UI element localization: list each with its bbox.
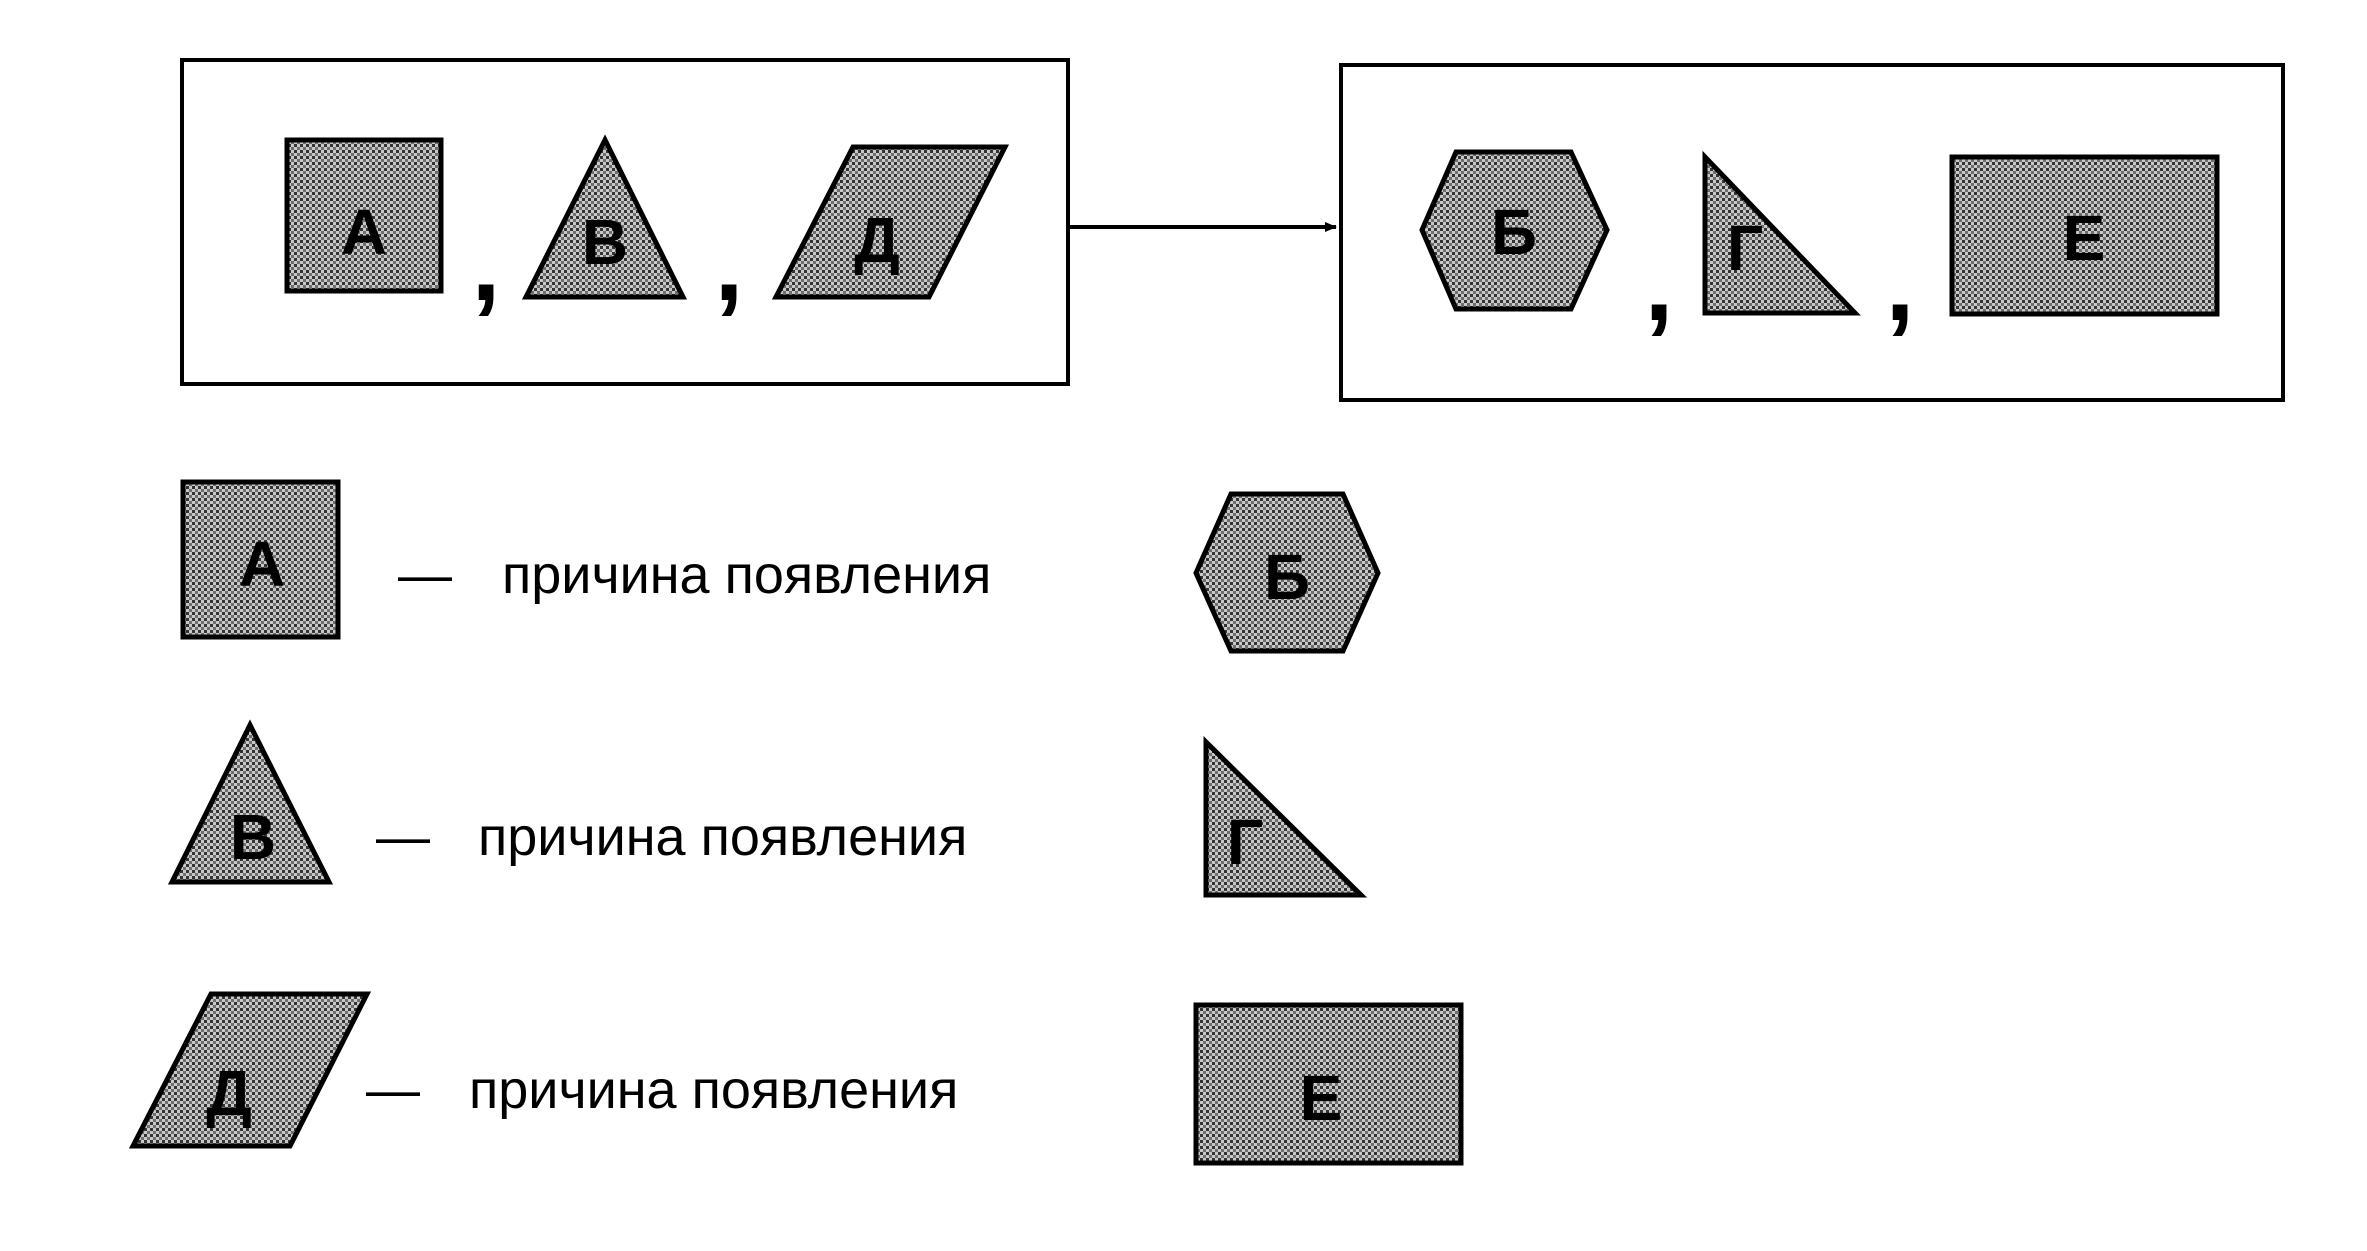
legend-cause-label: А xyxy=(239,528,285,600)
effect-right-triangle-g: Г xyxy=(1702,150,1861,316)
legend-effect-label: Е xyxy=(1300,1062,1343,1134)
shape-label-d: Д xyxy=(854,204,900,276)
shape-label-b: Б xyxy=(1491,196,1537,268)
parallelogram-shape xyxy=(771,144,1010,300)
cause-parallelogram-d: Д xyxy=(771,144,1010,300)
effect-hexagon-b: Б xyxy=(1419,149,1610,312)
effects-box: Б , Г , Е xyxy=(1339,63,2285,402)
shape-label-g: Г xyxy=(1727,212,1763,284)
legend-dash: — xyxy=(398,545,452,605)
effects-box-frame xyxy=(1339,63,2285,402)
legend-triangle-icon xyxy=(167,719,334,885)
legend-dash: — xyxy=(376,807,430,867)
separator-comma: , xyxy=(1645,227,1674,343)
legend-description: причина появления xyxy=(469,1060,958,1120)
legend-cause-label: В xyxy=(230,801,276,873)
cause-triangle-v: В xyxy=(521,134,688,300)
shape-label-v: В xyxy=(582,206,628,278)
effect-rectangle-e: Е xyxy=(1949,154,2220,317)
causes-box-frame xyxy=(180,58,1070,386)
legend-square-icon xyxy=(180,479,341,640)
legend-cause-label: Д xyxy=(206,1057,252,1129)
separator-comma: , xyxy=(715,207,744,323)
legend-hexagon-icon xyxy=(1193,491,1381,654)
legend-dash: — xyxy=(366,1060,420,1120)
hexagon-shape xyxy=(1419,149,1610,312)
legend-description: причина появления xyxy=(502,545,991,605)
square-shape xyxy=(284,137,444,294)
legend-description: причина появления xyxy=(478,807,967,867)
legend-row-2: В — причина появления Г xyxy=(167,719,1368,898)
legend-rectangle-icon xyxy=(1193,1002,1464,1166)
legend-row-3: Д — причина появления Е xyxy=(128,991,1464,1166)
legend-effect-label: Г xyxy=(1227,806,1263,878)
cause-square-a: А xyxy=(284,137,444,294)
rectangle-shape xyxy=(1949,154,2220,317)
shape-label-e: Е xyxy=(2063,202,2106,274)
legend-row-1: А — причина появления Б xyxy=(180,479,1381,654)
legend-effect-label: Б xyxy=(1264,541,1310,613)
shape-label-a: А xyxy=(341,196,387,268)
separator-comma: , xyxy=(1886,227,1915,343)
causes-box: А , В , Д xyxy=(180,58,1070,386)
separator-comma: , xyxy=(472,207,501,323)
legend-right-triangle-icon xyxy=(1203,736,1368,898)
right-triangle-shape xyxy=(1702,150,1861,316)
triangle-shape xyxy=(521,134,688,300)
legend-parallelogram-icon xyxy=(128,991,372,1149)
